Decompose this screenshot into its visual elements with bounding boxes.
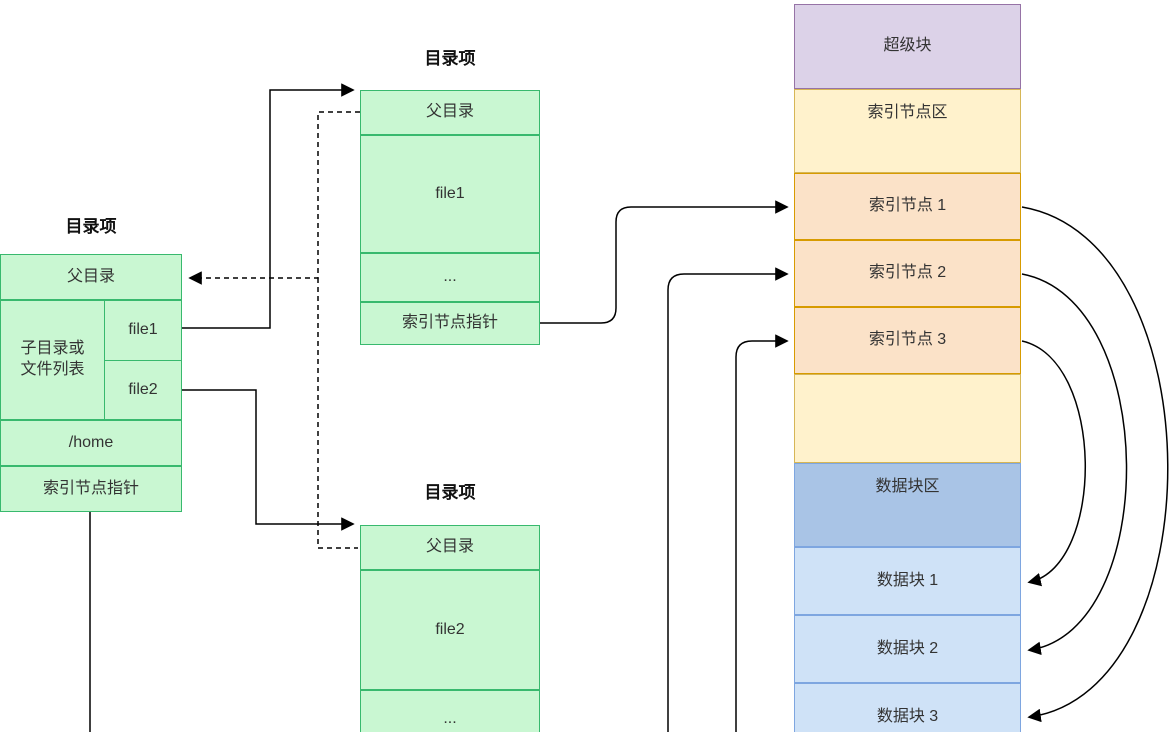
file1-entry-dots-cell: ... <box>360 253 540 302</box>
file1-entry-parent-cell: 父目录 <box>360 90 540 135</box>
datablock1-cell: 数据块 1 <box>794 547 1021 615</box>
connector-file2-to-entry <box>182 389 355 531</box>
connector-to-inode3 <box>735 334 789 732</box>
file2-entry-dots-cell: ... <box>360 690 540 732</box>
file2-entry-parent-cell: 父目录 <box>360 525 540 570</box>
file2-entry-title: 目录项 <box>424 482 476 502</box>
connector-inode2-to-datablock2 <box>1021 273 1128 656</box>
left-entry-home-cell: /home <box>0 420 182 466</box>
superblock-cell: 超级块 <box>794 4 1021 89</box>
connector-inode-pointer-to-inode1 <box>540 200 789 324</box>
inode-area-empty-cell <box>794 374 1021 463</box>
connector-inode3-to-datablock1 <box>1021 340 1086 587</box>
left-entry-file2-cell: file2 <box>104 360 182 420</box>
inode-area-cell: 索引节点区 <box>794 89 1021 173</box>
datablock2-cell: 数据块 2 <box>794 615 1021 683</box>
file1-entry-inode-pointer-cell: 索引节点指针 <box>360 302 540 345</box>
left-entry-file1-cell: file1 <box>104 300 182 361</box>
datablock3-cell: 数据块 3 <box>794 683 1021 732</box>
inode2-cell: 索引节点 2 <box>794 240 1021 307</box>
datablock-area-cell: 数据块区 <box>794 463 1021 547</box>
file2-entry-name-cell: file2 <box>360 570 540 690</box>
connector-parent-dashed-top <box>188 111 360 285</box>
connector-parent-dashed-bottom <box>317 278 358 549</box>
connector-to-inode2 <box>667 267 789 732</box>
left-entry-parent-cell: 父目录 <box>0 254 182 300</box>
connector-file1-to-entry <box>182 83 355 329</box>
connector-inode1-to-datablock3 <box>1021 206 1169 723</box>
file1-entry-name-cell: file1 <box>360 135 540 253</box>
left-entry-title: 目录项 <box>65 216 117 236</box>
file1-entry-title: 目录项 <box>424 48 476 68</box>
left-entry-file-list-cell: 子目录或文件列表 <box>0 300 105 420</box>
left-entry-inode-pointer-cell: 索引节点指针 <box>0 466 182 512</box>
inode3-cell: 索引节点 3 <box>794 307 1021 374</box>
inode1-cell: 索引节点 1 <box>794 173 1021 240</box>
